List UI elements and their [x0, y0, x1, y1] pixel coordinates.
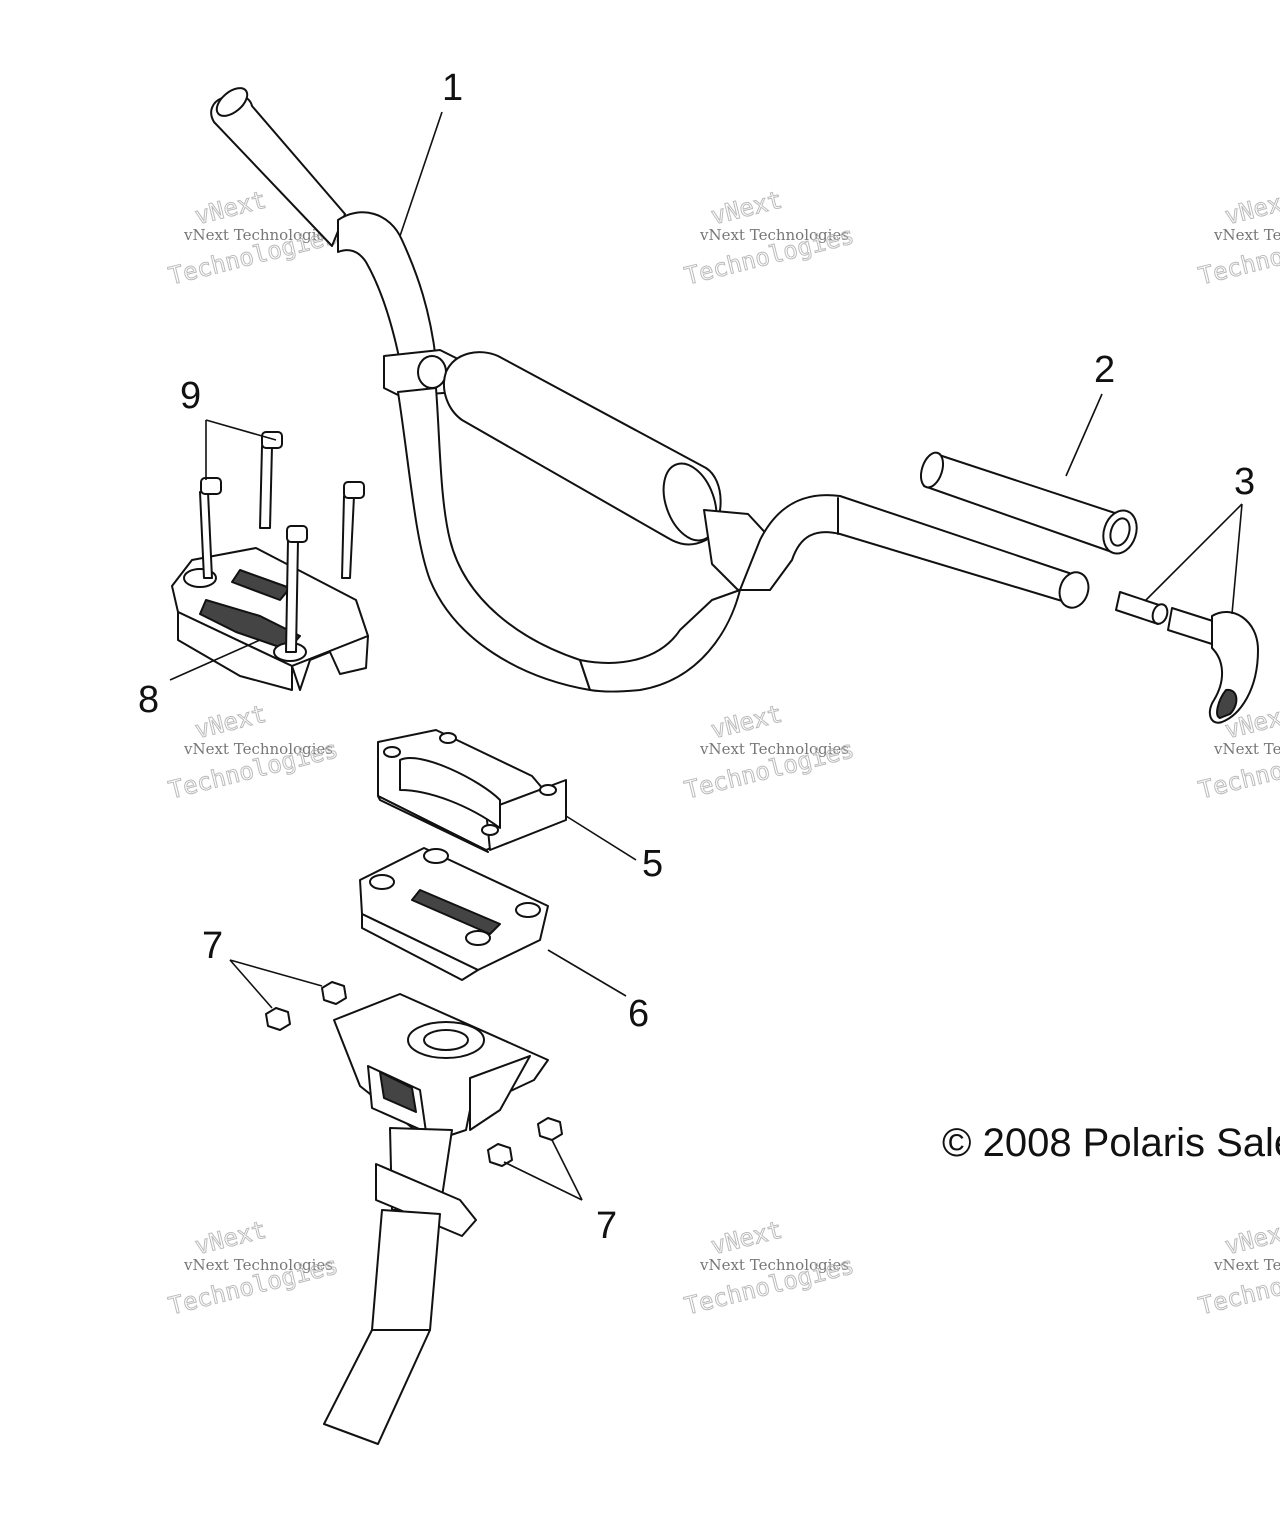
- svg-text:vNext Technologies: vNext Technologies: [1213, 740, 1280, 758]
- leader-lines: [169, 111, 1243, 1201]
- svg-text:vNext Technologies: vNext Technologies: [183, 226, 333, 244]
- watermark-tile-8: vNext vNext Technologies Technologies: [681, 1215, 857, 1321]
- callout-9: 9: [180, 375, 201, 417]
- lower-clamp-part-5: [377, 729, 567, 853]
- callout-7-upper: 7: [202, 925, 223, 967]
- svg-text:vNext Technologies: vNext Technologies: [699, 1256, 849, 1274]
- svg-text:vNext: vNext: [708, 1216, 785, 1261]
- copyright-notice: © 2008 Polaris Sale: [942, 1121, 1280, 1165]
- throttle-part-3: [1115, 591, 1259, 724]
- svg-text:vNext: vNext: [192, 700, 269, 745]
- svg-text:vNext Technologies: vNext Technologies: [183, 1256, 333, 1274]
- callout-7-lower: 7: [596, 1205, 617, 1247]
- callout-8: 8: [138, 679, 159, 721]
- watermark-tile-6: vNext vNext Technologies Technologies: [1195, 699, 1280, 805]
- svg-text:vNext: vNext: [708, 700, 785, 745]
- callout-3: 3: [1234, 461, 1255, 503]
- steering-post: [323, 993, 549, 1445]
- watermark-tile-4: vNext vNext Technologies Technologies: [165, 699, 341, 805]
- nuts-part-7: [265, 981, 563, 1167]
- svg-text:vNext Technologies: vNext Technologies: [699, 740, 849, 758]
- svg-text:vNext: vNext: [708, 186, 785, 231]
- watermark-tile-9: vNext vNext Technologies Technologies: [1195, 1215, 1280, 1321]
- svg-text:vNext: vNext: [192, 186, 269, 231]
- handlebar-part-1: [210, 87, 1090, 693]
- watermark-tile-2: vNext vNext Technologies Technologies: [681, 185, 857, 291]
- callout-1: 1: [442, 67, 463, 109]
- svg-text:vNext: vNext: [1222, 186, 1280, 231]
- callout-6: 6: [628, 993, 649, 1035]
- callout-5: 5: [642, 843, 663, 885]
- watermark-tile-7: vNext vNext Technologies Technologies: [165, 1215, 341, 1321]
- bolts-part-9: [199, 431, 365, 653]
- callout-2: 2: [1094, 349, 1115, 391]
- svg-text:vNext Technologies: vNext Technologies: [1213, 1256, 1280, 1274]
- riser-block-part-6: [359, 847, 549, 981]
- svg-text:vNext: vNext: [192, 1216, 269, 1261]
- watermark-tile-5: vNext vNext Technologies Technologies: [681, 699, 857, 805]
- watermark-tile-3: vNext vNext Technologies Technologies: [1195, 185, 1280, 291]
- svg-text:vNext: vNext: [1222, 1216, 1280, 1261]
- upper-clamp-part-8: [171, 547, 369, 691]
- svg-text:vNext Technologies: vNext Technologies: [699, 226, 849, 244]
- grip-part-2: [919, 451, 1138, 555]
- svg-text:vNext Technologies: vNext Technologies: [183, 740, 333, 758]
- svg-text:vNext Technologies: vNext Technologies: [1213, 226, 1280, 244]
